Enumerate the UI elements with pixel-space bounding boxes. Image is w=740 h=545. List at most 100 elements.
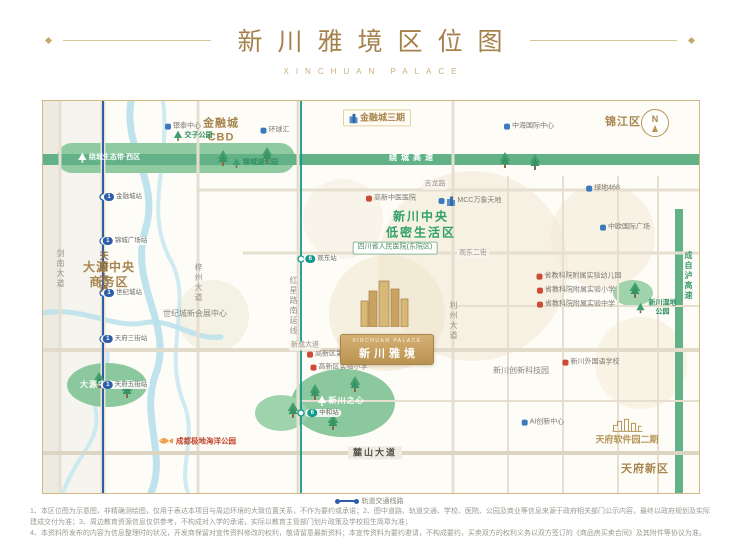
label-text: 绕城高速 bbox=[389, 153, 437, 162]
label-jincheng-lake-park: 锦城湖公园 bbox=[232, 157, 278, 169]
project-towers-icon bbox=[360, 280, 409, 328]
label-text: 锦江区 bbox=[605, 116, 641, 129]
label-financial-city-phase3: 金融城三期 bbox=[342, 109, 412, 127]
label-text: 大源中央 商务区 bbox=[82, 260, 136, 289]
building-blue-icon bbox=[447, 196, 456, 206]
poi-experimental-primary: 高新区实验小学 bbox=[311, 364, 368, 373]
header: 新川雅境区位图 XINCHUAN PALACE bbox=[0, 22, 740, 76]
label-text: 成自泸高速 bbox=[684, 251, 693, 301]
tree-icon bbox=[636, 302, 645, 314]
poi-greenland-468: 绿地468 bbox=[586, 185, 620, 194]
label-text: 吉龙路 bbox=[424, 180, 446, 188]
label-xincheng-avenue: 新成大道 bbox=[289, 341, 321, 351]
label-text: 绕城生态带·西区 bbox=[88, 153, 141, 161]
label-chengzilu-expressway: 成自泸高速 bbox=[683, 251, 693, 301]
poi-edu-academy-kindergarten: 省教科院附属实验幼儿园 bbox=[537, 273, 622, 282]
project-name-cn: 新川雅境 bbox=[359, 348, 419, 360]
project-marker: XINCHUAN PALACE 新川雅境 bbox=[339, 277, 435, 365]
label-text: 高新中医医院 bbox=[374, 194, 416, 202]
label-text: 金融城 CBD bbox=[203, 117, 239, 143]
label-text: 锦城湖公园 bbox=[243, 158, 278, 166]
compass-needle-icon bbox=[652, 124, 658, 132]
label-text: 麓山大道 bbox=[352, 447, 398, 458]
label-text: 环球汇 bbox=[268, 126, 290, 134]
page-subtitle: XINCHUAN PALACE bbox=[283, 67, 464, 76]
label-text: 中和站 bbox=[319, 408, 339, 416]
label-financial-city-cbd: 金融城 CBD bbox=[203, 117, 239, 145]
building-blue-icon bbox=[349, 113, 358, 123]
disclaimer-line-1: 1、本区位图为示意图，非精确测绘图，仅用于表达本项目与周边环境的大致位置关系，不… bbox=[30, 508, 710, 526]
label-text: 高新区实验小学 bbox=[318, 363, 368, 371]
poi-global-hui: 环球汇 bbox=[261, 127, 290, 136]
project-name-plate: XINCHUAN PALACE 新川雅境 bbox=[340, 334, 434, 365]
disclaimer: 1、本区位图为示意图，非精确测绘图，仅用于表达本项目与周边环境的大致位置关系，不… bbox=[30, 507, 710, 540]
poi-yintai-center: 银泰中心 bbox=[165, 123, 201, 132]
page-title: 新川雅境区位图 bbox=[237, 29, 518, 56]
poi-provincial-peoples-hospital: 四川省人民医院(东院区) bbox=[352, 241, 438, 255]
label-ring-expressway: 绕城高速 bbox=[385, 153, 437, 163]
label-text: 新川湿地公园 bbox=[648, 299, 677, 315]
label-jiannan-avenue: 剑南大道 bbox=[55, 249, 65, 289]
label-xinchuan-heart-park: 新川之心 bbox=[317, 395, 365, 407]
label-text: 省教科院附属实验幼儿园 bbox=[544, 272, 622, 280]
label-text: 观东站 bbox=[317, 254, 337, 262]
label-text: 世纪城站 bbox=[116, 288, 142, 296]
metro-line-badge: 1 bbox=[104, 193, 114, 201]
label-tianfu-software-park2: 天府软件园二期 bbox=[595, 416, 659, 445]
poi-ai-innovation-center: AI创新中心 bbox=[522, 419, 565, 428]
label-text: 交子公园 bbox=[184, 131, 213, 139]
label-text: 天府软件园二期 bbox=[595, 434, 659, 445]
poi-xinchuan-foreign-school: 新川外国语学校 bbox=[563, 359, 620, 368]
label-text: 红星路南延线 bbox=[289, 276, 298, 336]
label-jinjiang-district: 锦江区 bbox=[605, 116, 641, 130]
label-text: 中欧国际广场 bbox=[608, 223, 650, 231]
tree-icon bbox=[232, 157, 241, 169]
map-labels: 金融城 CBD 金融城三期 锦江区银泰中心 环球汇 中海国际中心绕城高速 绕城生态带·西区… bbox=[43, 101, 699, 493]
compass-north-label: N bbox=[651, 113, 659, 124]
poi-gaoxin-tcm-hospital: 高新中医医院 bbox=[366, 195, 416, 204]
metro-line-badge: 6 bbox=[305, 255, 316, 263]
metro-line-badge: 1 bbox=[102, 335, 113, 343]
title-row: 新川雅境区位图 bbox=[44, 22, 696, 58]
label-dayuan-cbd: 大源中央 商务区 bbox=[83, 260, 135, 290]
metro-line-badge: 1 bbox=[102, 237, 113, 245]
tree-icon bbox=[173, 130, 183, 142]
poi-edu-academy-primary: 省教科院附属实验小学 bbox=[537, 287, 615, 296]
metro-line-badge: 1 bbox=[104, 289, 114, 297]
label-text: 省教科院附属实验中学 bbox=[545, 300, 615, 308]
legend-metro-label: 轨道交通线路 bbox=[361, 498, 404, 505]
label-hongxing-south-ext: 红星路南延线 bbox=[288, 276, 298, 336]
ornament-diamond-icon bbox=[44, 36, 53, 44]
compass: N bbox=[641, 109, 669, 137]
poi-mcc-mixc-world: MCC万象天地 bbox=[439, 196, 501, 206]
map-legend: 轨道交通线路 bbox=[0, 496, 740, 506]
label-text: 金融城三期 bbox=[359, 112, 406, 123]
label-tianfu-new-area: 天府新区 bbox=[621, 463, 669, 477]
label-text: 利州大道 bbox=[449, 301, 458, 341]
label-text: 剑南大道 bbox=[56, 249, 65, 289]
label-ecobelt-west: 绕城生态带·西区 bbox=[78, 152, 140, 164]
label-text: AI创新中心 bbox=[529, 418, 565, 426]
label-xinchuan-wetland-park: 新川湿地公园 bbox=[636, 299, 678, 317]
label-lushan-avenue: 麓山大道 bbox=[347, 446, 403, 460]
label-text: 观东二街 bbox=[459, 249, 487, 257]
label-text: 中海国际中心 bbox=[512, 122, 554, 130]
label-text: 金融城站 bbox=[116, 192, 142, 200]
project-name-en: XINCHUAN PALACE bbox=[352, 338, 422, 344]
label-text: 四川省人民医院(东院区) bbox=[357, 243, 433, 251]
tree-white-icon bbox=[317, 395, 327, 407]
ornament-line bbox=[63, 39, 211, 41]
poi-polar-ocean-park: 成都极地海洋公园 bbox=[158, 436, 236, 445]
metro-line-badge: 6 bbox=[307, 409, 318, 417]
poi-edu-academy-middle: 省教科院附属实验中学 bbox=[537, 301, 615, 310]
label-text: 成都极地海洋公园 bbox=[176, 436, 236, 446]
label-xinchuan-innovation-park: 新川创新科技园 bbox=[493, 366, 549, 376]
label-zizhou-avenue: 梓州大道 bbox=[193, 263, 203, 303]
metro-line-badge: 1 bbox=[102, 381, 113, 389]
